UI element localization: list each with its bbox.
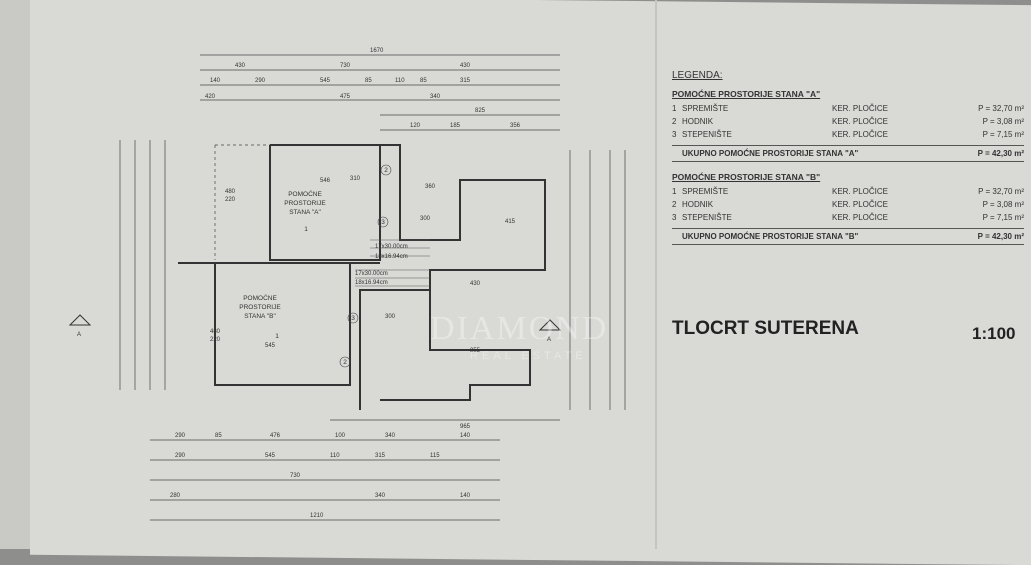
svg-text:2: 2	[343, 359, 347, 366]
svg-text:360: 360	[425, 184, 436, 190]
svg-text:85: 85	[420, 78, 427, 84]
watermark-logo: DIAMOND	[430, 310, 609, 347]
svg-text:315: 315	[375, 453, 386, 459]
svg-text:546: 546	[320, 178, 331, 184]
svg-text:1670: 1670	[370, 48, 384, 54]
bottom-dimensions: 965 290 85 476 100 340 140 290 545 110 3…	[170, 424, 471, 519]
svg-text:140: 140	[460, 493, 471, 499]
legend-total: UKUPNO POMOĆNE PROSTORIJE STANA "A"P = 4…	[672, 145, 1024, 162]
svg-text:420: 420	[205, 94, 216, 100]
inner-dimensions: 546 545 480 220 480 220 310 300 415 430 …	[210, 176, 516, 354]
floor-plan: POMOĆNE PROSTORIJE STANA "A" 1 POMOĆNE P…	[68, 48, 626, 521]
svg-text:545: 545	[320, 78, 331, 84]
drawing-scale: 1:100	[972, 324, 1016, 343]
svg-text:300: 300	[385, 314, 396, 320]
svg-text:A: A	[547, 337, 551, 343]
svg-text:415: 415	[505, 219, 516, 225]
svg-text:220: 220	[210, 337, 221, 343]
svg-text:115: 115	[430, 453, 440, 459]
svg-text:290: 290	[175, 433, 186, 439]
svg-text:100: 100	[335, 433, 346, 439]
paper-fold	[655, 0, 657, 549]
svg-text:1: 1	[275, 333, 279, 340]
svg-text:140: 140	[210, 78, 221, 84]
svg-text:475: 475	[340, 94, 351, 100]
svg-text:310: 310	[350, 176, 361, 182]
svg-text:POMOĆNE: POMOĆNE	[243, 293, 277, 302]
svg-text:315: 315	[460, 78, 471, 84]
dimension-lines	[119, 54, 626, 521]
svg-text:3: 3	[351, 315, 355, 322]
svg-text:85: 85	[365, 78, 372, 84]
svg-text:340: 340	[385, 433, 396, 439]
svg-text:430: 430	[235, 63, 246, 69]
svg-text:PROSTORIJE: PROSTORIJE	[239, 304, 281, 311]
svg-text:A: A	[77, 332, 81, 338]
svg-text:340: 340	[375, 493, 386, 499]
section-title: POMOĆNE PROSTORIJE STANA "B"	[672, 172, 821, 182]
svg-text:355: 355	[470, 348, 481, 354]
room-a-label: POMOĆNE PROSTORIJE STANA "A" 1	[284, 189, 326, 233]
svg-text:18x16.94cm: 18x16.94cm	[355, 280, 388, 286]
svg-text:PROSTORIJE: PROSTORIJE	[284, 200, 326, 207]
stair-labels: 17x30.00cm 18x16.94cm 17x30.00cm 18x16.9…	[355, 244, 408, 286]
svg-text:110: 110	[330, 453, 340, 459]
svg-text:480: 480	[210, 329, 221, 335]
walls	[178, 144, 546, 410]
svg-text:3: 3	[381, 219, 385, 226]
svg-text:430: 430	[460, 63, 471, 69]
svg-text:17x30.00cm: 17x30.00cm	[355, 271, 388, 277]
watermark-subtitle: REAL ESTATE	[470, 350, 587, 362]
svg-text:290: 290	[175, 453, 186, 459]
svg-text:120: 120	[410, 123, 421, 129]
svg-text:2: 2	[384, 167, 388, 174]
svg-text:300: 300	[420, 216, 431, 222]
section-marker-left: A	[68, 314, 92, 338]
svg-text:185: 185	[450, 123, 461, 129]
svg-text:545: 545	[265, 453, 276, 459]
legend-total: UKUPNO POMOĆNE PROSTORIJE STANA "B"P = 4…	[672, 228, 1024, 245]
svg-text:85: 85	[215, 433, 222, 439]
svg-text:356: 356	[510, 123, 521, 129]
svg-text:730: 730	[340, 63, 351, 69]
svg-text:280: 280	[170, 493, 181, 499]
svg-text:545: 545	[265, 343, 276, 349]
svg-text:140: 140	[460, 433, 471, 439]
svg-text:340: 340	[430, 94, 441, 100]
svg-text:825: 825	[475, 108, 486, 114]
svg-text:1: 1	[304, 226, 308, 233]
svg-text:STANA "A": STANA "A"	[289, 209, 321, 216]
svg-text:430: 430	[470, 281, 481, 287]
svg-text:POMOĆNE: POMOĆNE	[288, 189, 322, 198]
svg-text:290: 290	[255, 78, 266, 84]
room-numbers: 2 3 3 2	[339, 164, 392, 368]
svg-text:18x16.94cm: 18x16.94cm	[375, 254, 408, 260]
section-marker-right: A	[538, 319, 562, 343]
svg-text:1210: 1210	[310, 513, 324, 519]
svg-text:17x30.00cm: 17x30.00cm	[375, 244, 408, 250]
svg-text:730: 730	[290, 473, 301, 479]
svg-text:220: 220	[225, 197, 236, 203]
svg-text:480: 480	[225, 189, 236, 195]
drawing-title: TLOCRT SUTERENA	[672, 318, 859, 339]
section-title: POMOĆNE PROSTORIJE STANA "A"	[672, 89, 821, 99]
legend-title: LEGENDA:	[672, 70, 723, 81]
svg-text:110: 110	[395, 78, 405, 84]
svg-text:STANA "B": STANA "B"	[244, 313, 276, 320]
room-b-label: POMOĆNE PROSTORIJE STANA "B" 1	[239, 293, 281, 340]
stairs	[355, 239, 430, 287]
top-dimensions: 1670 430 730 430 140 290 545 85 110 85 3…	[205, 48, 521, 129]
svg-text:965: 965	[460, 424, 471, 430]
svg-text:476: 476	[270, 433, 281, 439]
